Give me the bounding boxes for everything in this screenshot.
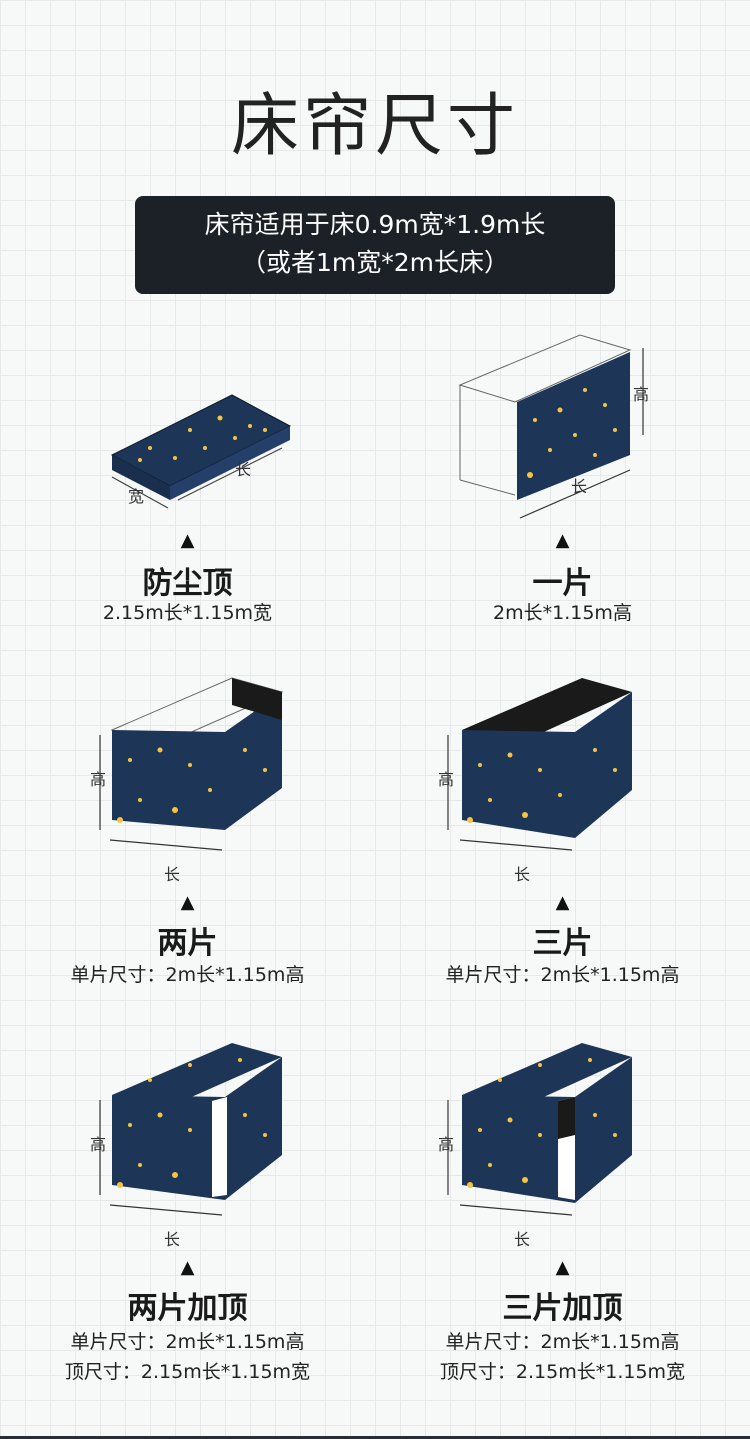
two-panel-length-label: 长 — [164, 865, 180, 884]
item-name: 一片 — [532, 566, 593, 601]
item-name: 两片 — [157, 926, 218, 961]
item-spec: 2.15m长*1.15m宽 — [102, 602, 273, 624]
three-panel-length-label: 长 — [514, 865, 530, 884]
three-panel-illustration: 高 长 — [438, 678, 632, 884]
two-panel-height-label: 高 — [90, 770, 106, 789]
one-panel-length-label: 长 — [571, 477, 587, 496]
item-spec: 单片尺寸：2m长*1.15m高 — [70, 964, 305, 986]
dust-cover-width-label: 宽 — [128, 487, 144, 506]
item-two-panel: 高 长 ▲ 两片 单片尺寸：2m长*1.15m高 — [0, 670, 375, 990]
pointer-arrow: ▲ — [555, 1257, 570, 1278]
pointer-arrow: ▲ — [180, 1257, 195, 1278]
banner-line-1: 床帘适用于床0.9m宽*1.9m长 — [204, 210, 546, 239]
two-panel-illustration: 高 长 — [90, 677, 284, 884]
item-spec-top: 顶尺寸：2.15m长*1.15m宽 — [439, 1361, 686, 1383]
bed-size-banner: 床帘适用于床0.9m宽*1.9m长 （或者1m宽*2m长床） — [135, 196, 615, 294]
pointer-arrow: ▲ — [180, 892, 195, 913]
dust-cover-length-label: 长 — [235, 460, 251, 479]
item-three-panel-top: 高 长 ▲ 三片加顶 单片尺寸：2m长*1.15m高 顶尺寸：2.15m长*1.… — [375, 1035, 750, 1395]
pointer-arrow: ▲ — [555, 530, 570, 551]
item-spec: 2m长*1.15m高 — [493, 602, 632, 624]
two-panel-top-length-label: 长 — [164, 1230, 180, 1249]
item-two-panel-top: 高 长 ▲ 两片加顶 单片尺寸：2m长*1.15m高 顶尺寸：2.15m长*1.… — [0, 1035, 375, 1395]
item-three-panel: 高 长 ▲ 三片 单片尺寸：2m长*1.15m高 — [375, 670, 750, 990]
banner-line-2: （或者1m宽*2m长床） — [240, 248, 510, 277]
item-name: 两片加顶 — [127, 1291, 248, 1326]
page-title: 床帘尺寸 — [230, 87, 519, 166]
three-panel-height-label: 高 — [438, 770, 454, 789]
item-spec: 单片尺寸：2m长*1.15m高 — [70, 1331, 305, 1353]
two-panel-top-height-label: 高 — [90, 1135, 106, 1154]
one-panel-illustration: 高 长 — [458, 334, 649, 519]
item-spec: 单片尺寸：2m长*1.15m高 — [445, 1331, 680, 1353]
item-spec: 单片尺寸：2m长*1.15m高 — [445, 964, 680, 986]
three-panel-top-illustration: 高 长 — [438, 1043, 632, 1249]
item-one-panel: 高 长 ▲ 一片 2m长*1.15m高 — [375, 330, 750, 630]
pointer-arrow: ▲ — [555, 892, 570, 913]
item-spec-top: 顶尺寸：2.15m长*1.15m宽 — [64, 1361, 311, 1383]
bottom-divider — [0, 1436, 750, 1439]
three-panel-top-height-label: 高 — [438, 1135, 454, 1154]
two-panel-top-illustration: 高 长 — [90, 1043, 282, 1249]
one-panel-height-label: 高 — [633, 385, 649, 404]
item-dust-cover: 宽 长 ▲ 防尘顶 2.15m长*1.15m宽 — [0, 330, 375, 630]
item-name: 防尘顶 — [142, 566, 233, 601]
three-panel-top-length-label: 长 — [514, 1230, 530, 1249]
pointer-arrow: ▲ — [180, 530, 195, 551]
item-name: 三片 — [532, 926, 593, 961]
item-name: 三片加顶 — [502, 1291, 623, 1326]
dust-cover-illustration: 宽 长 — [110, 394, 292, 509]
